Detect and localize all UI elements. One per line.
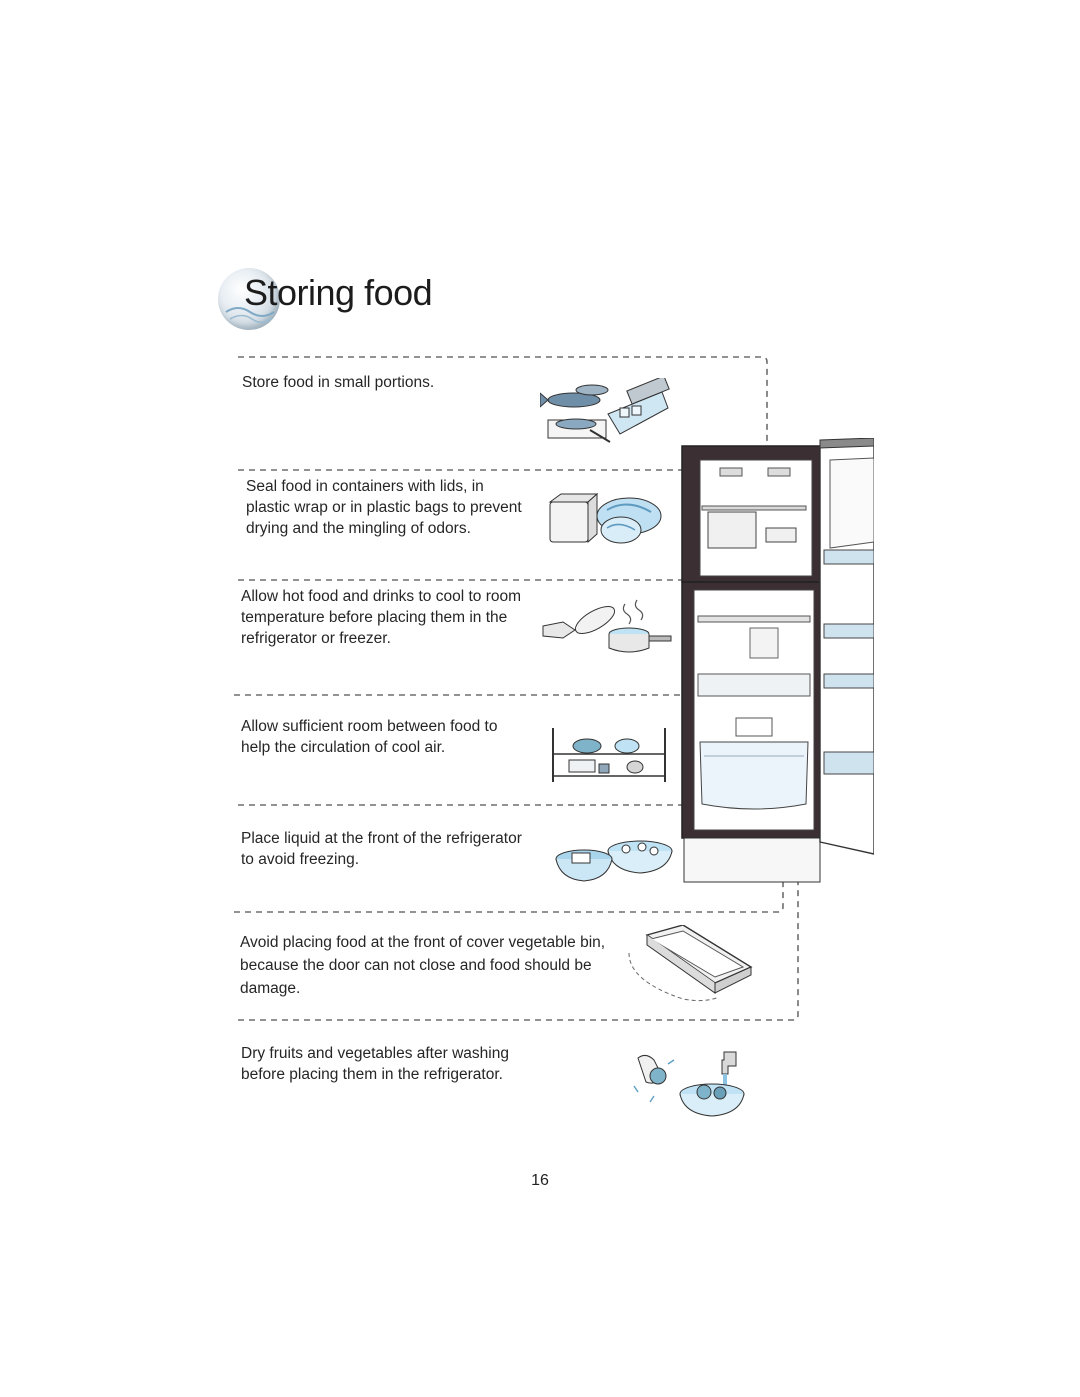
tip-air-circulation: Allow sufficient room between food to he… [241, 718, 498, 756]
spaced-shelf-illustration [552, 728, 666, 782]
hot-pot-illustration [542, 599, 672, 653]
fish-portions-illustration [540, 378, 670, 443]
liquid-bowls-illustration [555, 840, 673, 882]
sealed-containers-illustration [548, 492, 662, 544]
tip-vegetable-bin: Avoid placing food at the front of cover… [240, 934, 606, 997]
page-title: Storing food [244, 272, 433, 313]
refrigerator-illustration [681, 438, 874, 883]
tip-liquid-front: Place liquid at the front of the refrige… [241, 830, 522, 868]
page-number: 16 [531, 1172, 549, 1189]
section-title-block: Storing food [218, 266, 538, 336]
washing-produce-illustration [633, 1051, 745, 1117]
tip-small-portions: Store food in small portions. [242, 374, 435, 391]
tip-dry-vegetables: Dry fruits and vegetables after washing … [241, 1045, 509, 1083]
tip-cool-hot-food: Allow hot food and drinks to cool to roo… [241, 588, 522, 647]
water-wave-icon [225, 307, 275, 324]
vegetable-bin-cover-illustration [628, 925, 753, 1002]
tip-seal-food: Seal food in containers with lids, in pl… [246, 478, 522, 537]
